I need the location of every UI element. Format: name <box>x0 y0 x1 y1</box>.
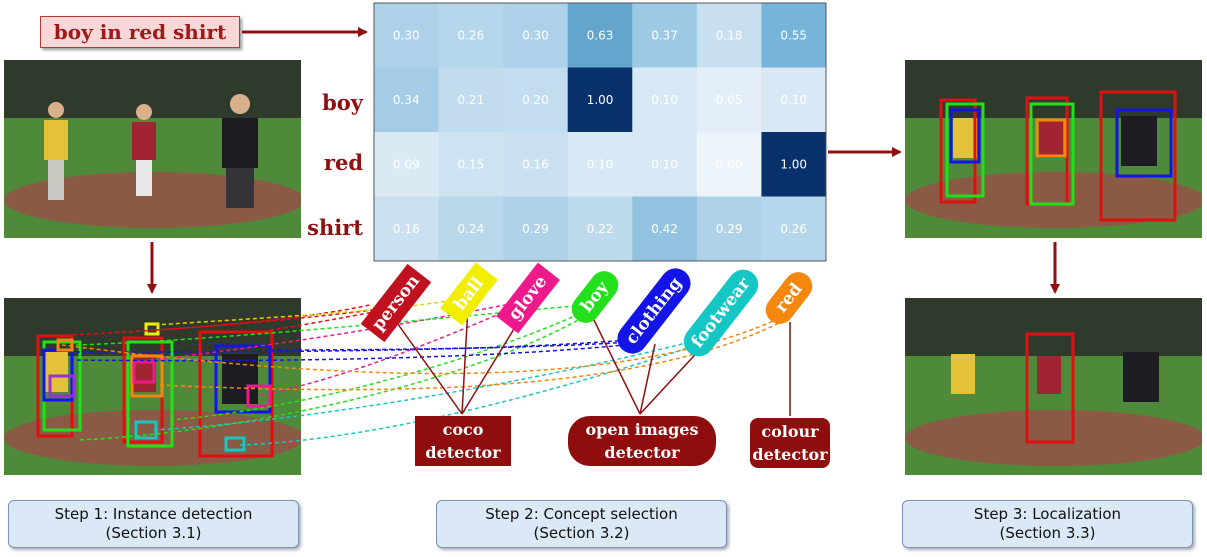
heatmap-cell-label: 1.00 <box>780 157 807 171</box>
heatmap-cell <box>696 132 762 197</box>
heatmap-cell <box>696 67 762 133</box>
step1-section: (Section 3.1) <box>105 524 202 542</box>
heatmap-cell-label: 0.30 <box>393 28 420 42</box>
heatmap-cell <box>632 67 698 133</box>
heatmap-cell-label: 0.10 <box>587 157 614 171</box>
heatmap-cell <box>761 3 827 68</box>
heatmap-cell <box>503 67 569 133</box>
step3-section: (Section 3.3) <box>999 524 1096 542</box>
heatmap-cell <box>761 132 827 197</box>
heatmap-cell-label: 0.30 <box>522 28 549 42</box>
heatmap-cell-label: 0.37 <box>651 28 678 42</box>
step3-title: Step 3: Localization <box>973 505 1122 523</box>
heatmap-cell <box>696 3 762 68</box>
query-text-box: boy in red shirt <box>40 16 240 48</box>
heatmap-cell <box>503 132 569 197</box>
detector-line2: detector <box>604 443 680 462</box>
heatmap-cell <box>567 3 633 68</box>
heatmap-cell <box>374 67 440 133</box>
detector-line1: open images <box>585 420 699 439</box>
candidate-photo <box>905 60 1202 238</box>
heatmap-cell-label: 0.20 <box>522 93 549 107</box>
heatmap-cell-label: 0.10 <box>651 157 678 171</box>
heatmap-cell <box>567 196 633 262</box>
heatmap-cell-label: 0.29 <box>522 222 549 236</box>
coco-detector-box: coco detector <box>415 416 511 466</box>
heatmap-cell-label: 0.29 <box>716 222 743 236</box>
heatmap-cell <box>374 196 440 262</box>
step2-title: Step 2: Concept selection <box>485 505 678 523</box>
heatmap-cell <box>761 196 827 262</box>
step2-box: Step 2: Concept selection (Section 3.2) <box>436 500 727 548</box>
heatmap-cell <box>632 196 698 262</box>
row-label-shirt: shirt <box>307 215 363 240</box>
heatmap-cell <box>632 132 698 197</box>
heatmap-cell <box>567 132 633 197</box>
heatmap-cell <box>374 3 440 68</box>
heatmap-cell <box>374 132 440 197</box>
heatmap-cell <box>632 3 698 68</box>
row-label-boy: boy <box>322 90 363 115</box>
detector-line2: detector <box>752 445 828 464</box>
heatmap-cell-label: 0.10 <box>651 93 678 107</box>
heatmap-cell <box>696 196 762 262</box>
heatmap-cell <box>503 3 569 68</box>
step3-box: Step 3: Localization (Section 3.3) <box>902 500 1193 548</box>
heatmap-cell-label: 0.16 <box>522 157 549 171</box>
step1-box: Step 1: Instance detection (Section 3.1) <box>8 500 299 548</box>
heatmap-cell-label: 0.63 <box>587 28 614 42</box>
step1-title: Step 1: Instance detection <box>54 505 253 523</box>
heatmap: 0.30 0.26 0.30 0.63 0.37 0.18 0.55 0.34 0.21 0.20… <box>374 3 827 262</box>
heatmap-cell-label: 0.15 <box>457 157 484 171</box>
heatmap-cell <box>438 132 504 197</box>
heatmap-cell-label: 0.18 <box>716 28 743 42</box>
heatmap-cell-label: 0.21 <box>457 93 484 107</box>
detections-photo <box>4 298 301 475</box>
detector-line2: detector <box>425 443 501 462</box>
heatmap-cell-label: 0.16 <box>393 222 420 236</box>
input-photo <box>4 60 301 238</box>
heatmap-cell <box>567 67 633 133</box>
row-label-red: red <box>323 150 363 175</box>
heatmap-cell-label: 0.55 <box>780 28 807 42</box>
detector-line1: coco <box>442 420 484 439</box>
heatmap-cell-label: 0.26 <box>780 222 807 236</box>
heatmap-border <box>373 2 827 262</box>
heatmap-cell <box>438 67 504 133</box>
heatmap-cell <box>438 196 504 262</box>
result-photo <box>905 298 1202 475</box>
heatmap-cell-label: 0.09 <box>393 157 420 171</box>
heatmap-cell-label: 0.00 <box>716 157 743 171</box>
heatmap-cell-label: 0.10 <box>780 93 807 107</box>
heatmap-cell-label: 0.34 <box>393 93 420 107</box>
heatmap-cell-label: 0.26 <box>457 28 484 42</box>
heatmap-cell <box>438 3 504 68</box>
heatmap-cell <box>761 67 827 133</box>
step2-section: (Section 3.2) <box>533 524 630 542</box>
heatmap-cell-label: 0.22 <box>587 222 614 236</box>
heatmap-cell-label: 0.24 <box>457 222 484 236</box>
detector-line1: colour <box>761 422 819 441</box>
heatmap-cell-label: 1.00 <box>587 93 614 107</box>
heatmap-cell <box>503 196 569 262</box>
open-images-detector-box: open images detector <box>568 416 716 466</box>
colour-detector-box: colour detector <box>750 418 830 468</box>
heatmap-cell-label: 0.42 <box>651 222 678 236</box>
heatmap-cell-label: 0.05 <box>716 93 743 107</box>
